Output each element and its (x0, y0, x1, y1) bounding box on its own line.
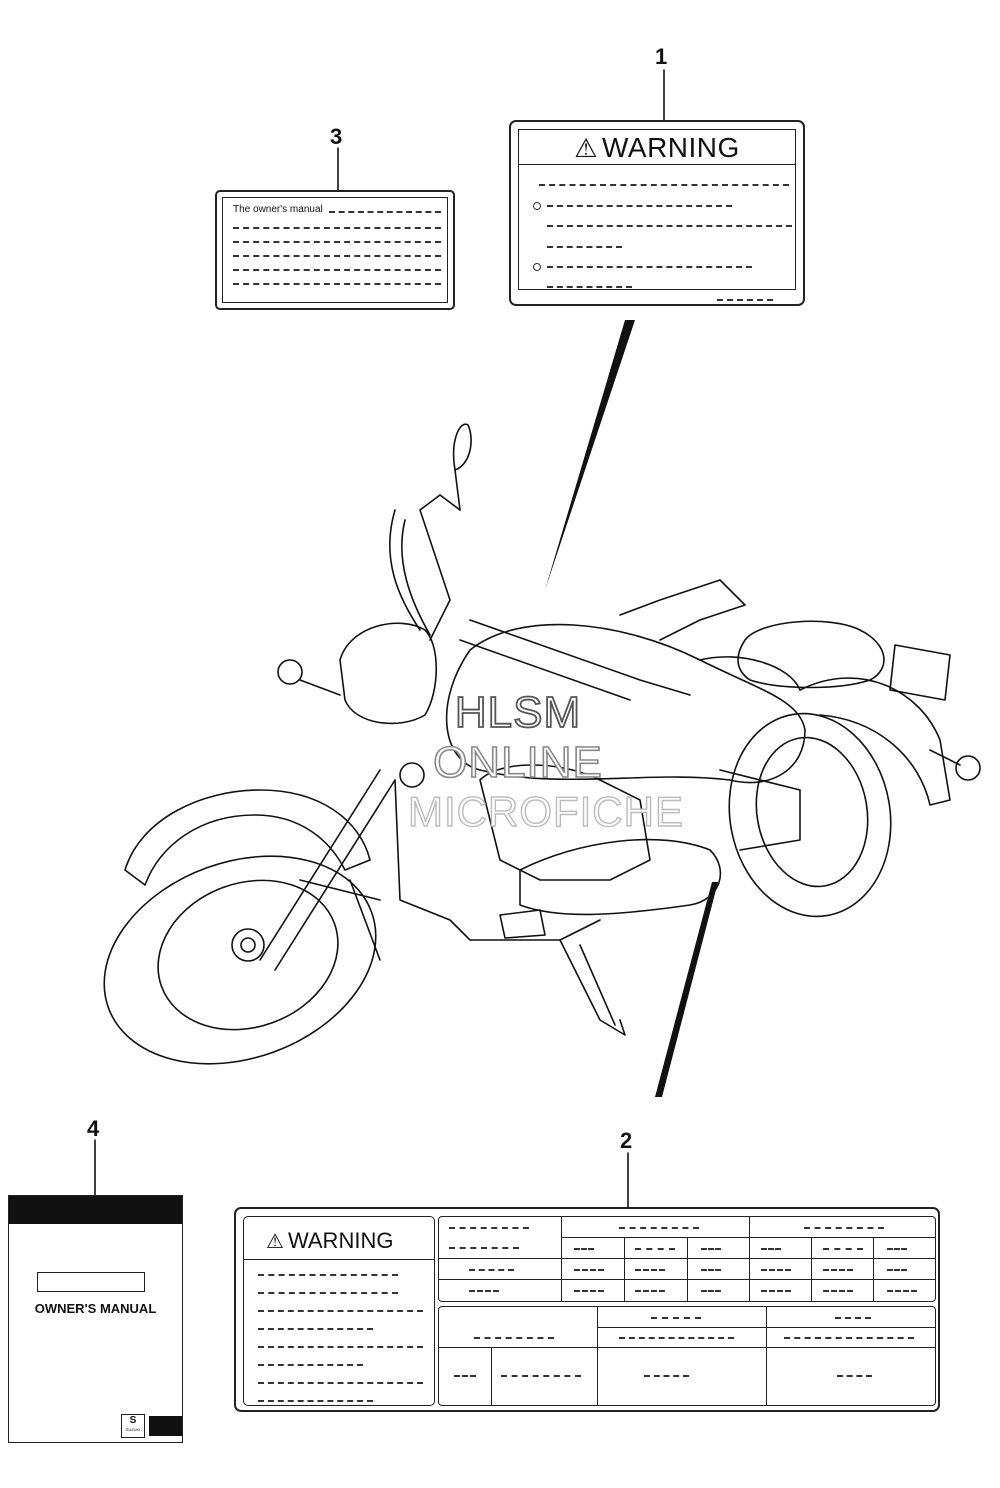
text-line-placeholder (547, 225, 792, 227)
callout-4: 4 (87, 1116, 100, 1141)
table-cell-placeholder (651, 1317, 701, 1319)
suzuki-logo-icon: SUZUKI (121, 1406, 145, 1438)
taillight (889, 644, 951, 701)
table-cell-placeholder (469, 1290, 499, 1292)
warning-label-1: ⚠WARNING (509, 120, 805, 306)
pointer-1 (545, 320, 635, 590)
manual-code-block (149, 1416, 182, 1436)
table-cell-placeholder (454, 1375, 476, 1377)
table-cell-placeholder (644, 1375, 689, 1377)
tire-size-table (438, 1306, 936, 1406)
table-cell-placeholder (804, 1227, 884, 1229)
text-line-placeholder (233, 269, 441, 271)
bullet-icon (533, 202, 541, 210)
bullet-icon (533, 263, 541, 271)
text-line-placeholder (233, 241, 441, 243)
text-line-placeholder (258, 1292, 398, 1294)
text-line-placeholder (258, 1382, 423, 1384)
exhaust (519, 838, 722, 916)
side-stand (559, 939, 626, 1036)
text-line-placeholder (233, 227, 441, 229)
warning-label-2: ⚠WARNING (234, 1207, 940, 1412)
front-tire (103, 855, 377, 1065)
text-line-placeholder (547, 286, 632, 288)
manual-title-box (37, 1272, 145, 1292)
warning-label-2-text-panel: ⚠WARNING (243, 1216, 435, 1406)
text-line-placeholder (258, 1310, 423, 1312)
engine (479, 764, 651, 881)
front-hub (231, 928, 265, 962)
watermark-line-1: HLSM (454, 687, 582, 738)
rear-seat (737, 620, 885, 689)
table-cell-placeholder (501, 1375, 581, 1377)
watermark-line-2: ONLINE (432, 737, 603, 788)
tire-pressure-table (438, 1216, 936, 1302)
text-line-placeholder (233, 283, 441, 285)
owners-manual-booklet: OWNER'S MANUAL SUZUKI (8, 1195, 183, 1443)
text-line-placeholder (258, 1364, 363, 1366)
table-cell-placeholder (619, 1337, 734, 1339)
callout-1: 1 (655, 44, 668, 69)
text-line-placeholder (258, 1346, 423, 1348)
text-line-placeholder (539, 184, 789, 186)
warning-label-1-header: ⚠WARNING (519, 130, 795, 165)
headlight (339, 622, 438, 725)
callout-3: 3 (330, 124, 343, 149)
warning-triangle-icon: ⚠ (574, 133, 598, 163)
table-cell-placeholder (784, 1337, 914, 1339)
callout-2: 2 (620, 1128, 633, 1153)
label-3-first-line: The owner's manual (233, 204, 323, 215)
table-cell-placeholder (619, 1227, 699, 1229)
table-cell-placeholder (449, 1227, 529, 1229)
front-rim (157, 879, 339, 1031)
left-mirror (452, 423, 472, 471)
text-line-placeholder (547, 266, 752, 268)
text-line-placeholder (547, 205, 732, 207)
table-cell-placeholder (474, 1337, 554, 1339)
text-line-placeholder (258, 1328, 373, 1330)
table-cell-placeholder (469, 1269, 514, 1271)
table-cell-placeholder (449, 1247, 519, 1249)
rear-fender (799, 677, 951, 806)
owners-manual-label-3: The owner's manual (215, 190, 455, 310)
warning-label-2-header: ⚠WARNING (266, 1228, 393, 1254)
text-line-placeholder (258, 1400, 373, 1402)
manual-top-band (9, 1196, 182, 1224)
rear-tire (728, 712, 892, 918)
pointer-2 (655, 882, 718, 1097)
front-fender (124, 789, 371, 886)
text-line-placeholder (233, 255, 441, 257)
text-line-placeholder (258, 1274, 398, 1276)
warning-triangle-icon: ⚠ (266, 1231, 284, 1253)
text-line-placeholder (547, 246, 622, 248)
text-line-placeholder (329, 211, 441, 213)
manual-title: OWNER'S MANUAL (34, 1301, 157, 1316)
table-cell-placeholder (835, 1317, 871, 1319)
watermark-line-3: MICROFICHE (407, 787, 684, 835)
warning-label-1-heading: WARNING (602, 132, 740, 163)
fuel-tank (445, 623, 806, 784)
rear-rim (755, 736, 869, 888)
right-mirror (619, 579, 746, 641)
table-cell-placeholder (837, 1375, 872, 1377)
warning-label-2-heading: WARNING (287, 1228, 394, 1253)
part-code-placeholder (717, 299, 773, 301)
